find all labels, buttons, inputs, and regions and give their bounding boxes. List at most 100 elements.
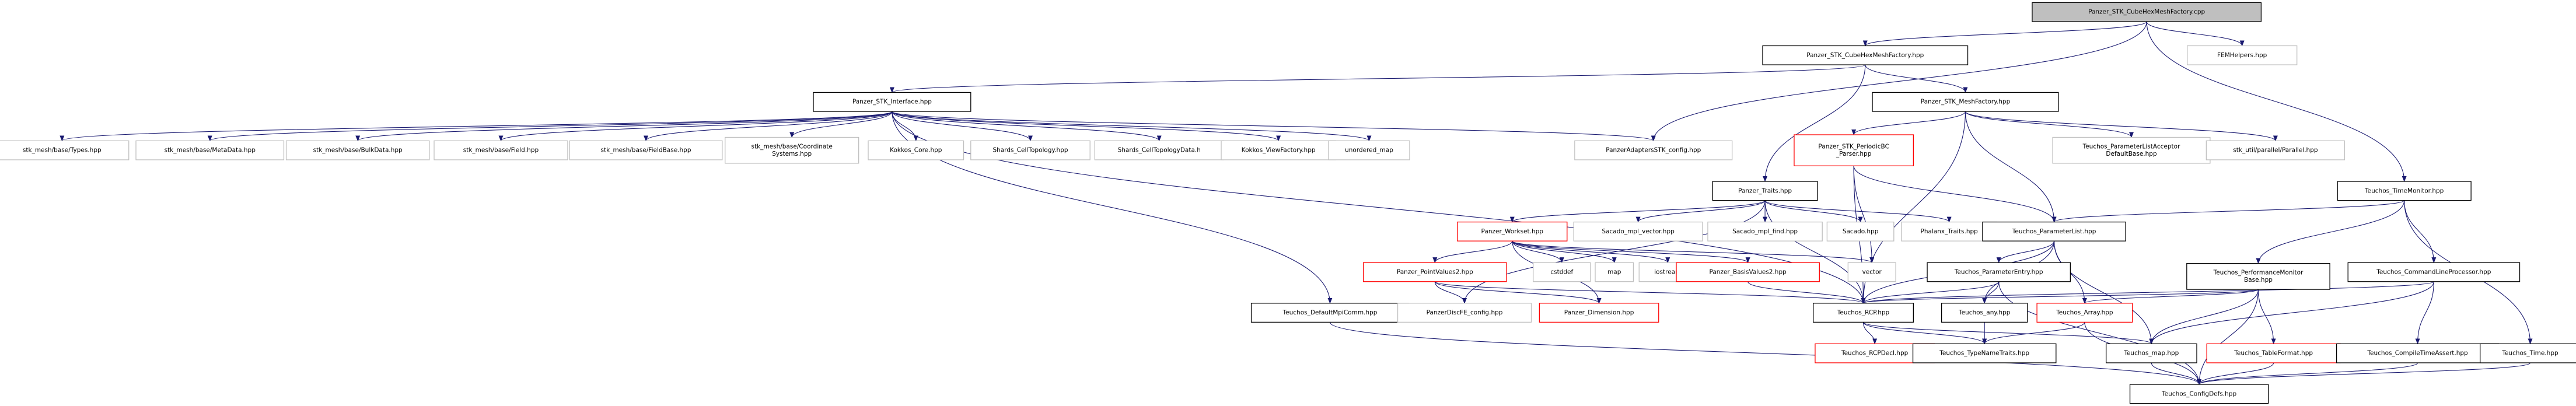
edge-pointvalues2-to-discfe_config: [1434, 281, 1467, 304]
node-box: [2187, 45, 2298, 65]
node-tableformat[interactable]: Teuchos_TableFormat.hpp: [2206, 343, 2341, 363]
node-box: [2206, 343, 2341, 363]
node-teuchos_map[interactable]: Teuchos_map.hpp: [2106, 343, 2197, 363]
node-plist_acceptor[interactable]: Teuchos_ParameterListAcceptorDefaultBase…: [2052, 136, 2211, 164]
edge-param_entry-to-any: [1982, 281, 2000, 304]
node-label: _Parser.hpp: [1836, 150, 1872, 158]
node-label: map: [1607, 268, 1621, 275]
node-pointvalues2[interactable]: Panzer_PointValues2.hpp: [1363, 262, 1507, 282]
node-periodic_bc[interactable]: Panzer_STK_PeriodicBC_Parser.hpp: [1794, 134, 1914, 166]
node-stk_interface[interactable]: Panzer_STK_Interface.hpp: [813, 92, 971, 112]
node-field[interactable]: stk_mesh/base/Field.hpp: [434, 140, 568, 160]
node-box: [813, 92, 971, 112]
node-label: Panzer_BasisValues2.hpp: [1710, 268, 1787, 275]
node-basisvalues2[interactable]: Panzer_BasisValues2.hpp: [1676, 262, 1820, 282]
node-sacado_vector[interactable]: Sacado_mpl_vector.hpp: [1573, 221, 1703, 242]
node-label: vector: [1862, 268, 1882, 275]
node-compile_time_assert[interactable]: Teuchos_CompileTimeAssert.hpp: [2336, 343, 2500, 363]
node-time_monitor[interactable]: Teuchos_TimeMonitor.hpp: [2337, 181, 2472, 201]
edge-perf_monitor-to-teuchos_map: [2149, 289, 2259, 345]
node-label: Panzer_Traits.hpp: [1738, 187, 1792, 194]
edge-cubehex_hpp-to-panzer_traits: [1763, 65, 1866, 182]
node-map[interactable]: map: [1595, 262, 1634, 282]
edge-default_mpi-to-configdefs: [1329, 322, 2201, 385]
node-meshfactory[interactable]: Panzer_STK_MeshFactory.hpp: [1872, 92, 2059, 112]
edge-rcp-to-typenametraits: [1862, 322, 1987, 345]
edge-panzer_traits-to-phalanx_traits: [1764, 200, 1952, 223]
node-shards_celltopodata[interactable]: Shards_CellTopologyData.h: [1094, 140, 1224, 160]
node-discfe_config[interactable]: PanzerDiscFE_config.hpp: [1397, 303, 1532, 323]
edge-perf_monitor-to-array: [2082, 289, 2259, 304]
node-param_list[interactable]: Teuchos_ParameterList.hpp: [1982, 221, 2126, 242]
node-any[interactable]: Teuchos_any.hpp: [1941, 303, 2028, 323]
node-label: Teuchos_TypeNameTraits.hpp: [1939, 350, 2029, 357]
node-label: Shards_CellTopology.hpp: [992, 147, 1068, 154]
edge-stk_interface-to-fieldbase: [644, 111, 893, 142]
node-workset[interactable]: Panzer_Workset.hpp: [1457, 221, 1568, 242]
edge-panzer_traits-to-sacado: [1764, 200, 1863, 223]
edge-teuchos_time-to-configdefs: [2197, 362, 2531, 385]
node-metadata[interactable]: stk_mesh/base/MetaData.hpp: [135, 140, 285, 160]
node-teuchos_time[interactable]: Teuchos_Time.hpp: [2480, 343, 2576, 363]
node-sacado[interactable]: Sacado.hpp: [1826, 221, 1895, 242]
edge-panzer_traits-to-sacado_vector: [1635, 200, 1766, 223]
node-box: [1397, 303, 1532, 323]
edge-root-to-femhelpers: [2146, 21, 2245, 47]
node-box: [1676, 262, 1820, 282]
edge-perf_monitor-to-rcp: [1861, 289, 2259, 304]
edge-root-to-adapters_config: [1651, 22, 2147, 142]
node-root: Panzer_STK_CubeHexMeshFactory.cpp: [2032, 2, 2262, 22]
node-vector[interactable]: vector: [1847, 262, 1896, 282]
node-parallel[interactable]: stk_util/parallel/Parallel.hpp: [2205, 140, 2346, 160]
node-unordered_map[interactable]: unordered_map: [1328, 140, 1410, 160]
edge-pointvalues2-to-rcp: [1434, 281, 1866, 304]
node-cubehex_hpp[interactable]: Panzer_STK_CubeHexMeshFactory.hpp: [1762, 45, 1969, 65]
node-panzer_traits[interactable]: Panzer_Traits.hpp: [1712, 181, 1818, 201]
node-box: [569, 140, 723, 160]
node-rcp[interactable]: Teuchos_RCP.hpp: [1813, 303, 1914, 323]
edge-stk_interface-to-shards_celltopodata: [892, 111, 1162, 142]
edge-workset-to-pointvalues2: [1432, 240, 1513, 264]
edge-rcp-to-rcpdecl: [1862, 322, 1878, 345]
node-box: [2106, 343, 2197, 363]
node-sacado_find[interactable]: Sacado_mpl_find.hpp: [1707, 221, 1823, 242]
node-cstddef[interactable]: cstddef: [1533, 262, 1591, 282]
node-default_mpi[interactable]: Teuchos_DefaultMpiComm.hpp: [1250, 303, 1410, 323]
node-fieldbase[interactable]: stk_mesh/base/FieldBase.hpp: [569, 140, 723, 160]
node-label: Kokkos_ViewFactory.hpp: [1242, 147, 1316, 154]
node-types[interactable]: stk_mesh/base/Types.hpp: [0, 140, 130, 160]
edge-panzer_traits-to-rcp: [1764, 200, 1866, 304]
node-label: Teuchos_TableFormat.hpp: [2234, 350, 2313, 357]
node-array[interactable]: Teuchos_Array.hpp: [2036, 303, 2133, 323]
node-label: stk_mesh/base/FieldBase.hpp: [601, 147, 691, 154]
node-label: iostream: [1654, 268, 1681, 275]
node-kokkos_core[interactable]: Kokkos_Core.hpp: [868, 140, 964, 160]
node-label: Panzer_STK_MeshFactory.hpp: [1921, 99, 2011, 106]
node-box: [1847, 262, 1896, 282]
node-box: [970, 140, 1090, 160]
node-box: [1813, 303, 1914, 323]
edge-layer: [60, 21, 2533, 385]
node-param_entry[interactable]: Teuchos_ParameterEntry.hpp: [1927, 262, 2071, 282]
node-adapters_config[interactable]: PanzerAdaptersSTK_config.hpp: [1574, 140, 1733, 160]
node-phalanx_traits[interactable]: Phalanx_Traits.hpp: [1901, 221, 1998, 242]
node-typenametraits[interactable]: Teuchos_TypeNameTraits.hpp: [1912, 343, 2057, 363]
node-label: Sacado_mpl_find.hpp: [1732, 228, 1798, 235]
node-dimension[interactable]: Panzer_Dimension.hpp: [1539, 303, 1659, 323]
node-box: [2337, 181, 2472, 201]
node-configdefs[interactable]: Teuchos_ConfigDefs.hpp: [2129, 384, 2269, 404]
edge-workset-to-basisvalues2: [1512, 240, 1750, 264]
node-label: Teuchos_RCPDecl.hpp: [1841, 350, 1909, 357]
node-cmdline[interactable]: Teuchos_CommandLineProcessor.hpp: [2347, 262, 2521, 282]
node-box: [1250, 303, 1410, 323]
node-label: Teuchos_CommandLineProcessor.hpp: [2376, 268, 2491, 275]
node-kokkos_viewfactory[interactable]: Kokkos_ViewFactory.hpp: [1221, 140, 1336, 160]
node-bulkdata[interactable]: stk_mesh/base/BulkData.hpp: [285, 140, 430, 160]
node-shards_celltopo[interactable]: Shards_CellTopology.hpp: [970, 140, 1090, 160]
node-femhelpers[interactable]: FEMHelpers.hpp: [2187, 45, 2298, 65]
node-label: Teuchos_ParameterList.hpp: [2012, 228, 2096, 235]
